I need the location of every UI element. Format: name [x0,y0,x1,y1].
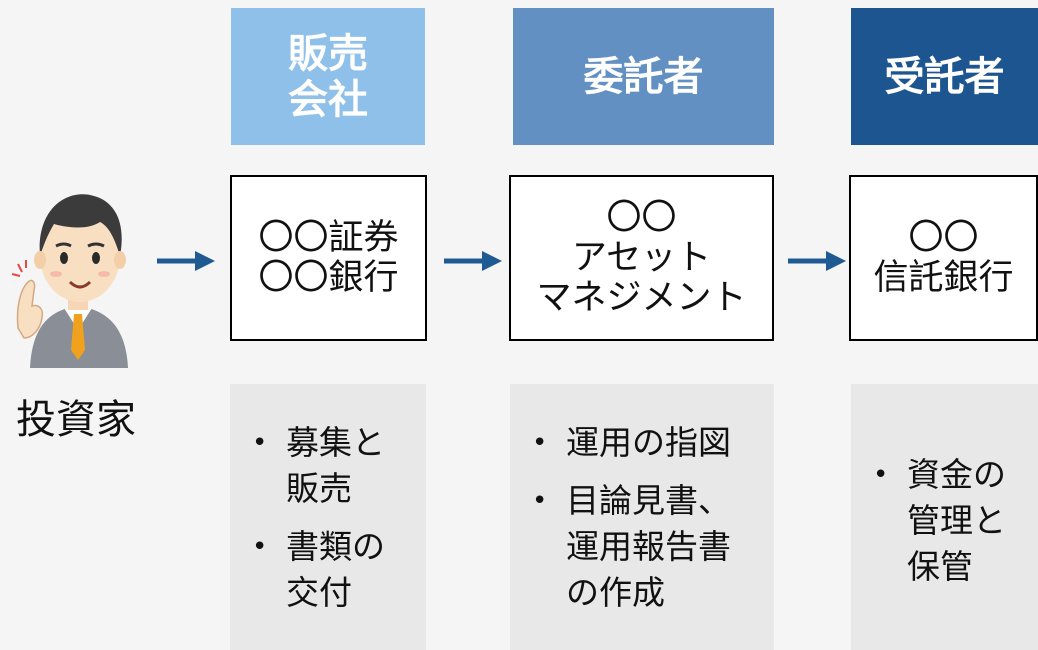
sales-company-entity-box: 〇〇証券 〇〇銀行 [230,175,427,341]
role-item: 資金の 管理と 保管 [869,452,1038,590]
trustee-roles: 資金の 管理と 保管 [851,384,1038,650]
arrow-sales-to-trustor [444,251,502,271]
arrow-investor-to-sales [157,251,215,271]
role-item: 書類の 交付 [248,524,426,616]
investor-label: 投資家 [16,397,136,443]
trustor-entity-box: 〇〇 アセット マネジメント [509,175,774,341]
role-item: 運用の指図 [528,420,774,466]
trustee-entity-box: 〇〇 信託銀行 [849,175,1038,341]
trustor-roles: 運用の指図 目論見書、 運用報告書 の作成 [510,384,774,650]
sales-company-roles: 募集と 販売 書類の 交付 [230,384,426,650]
trustee-header: 受託者 [851,8,1038,145]
role-item: 目論見書、 運用報告書 の作成 [528,478,774,616]
trustor-header: 委託者 [513,8,774,145]
sales-company-header: 販売 会社 [231,8,425,145]
role-item: 募集と 販売 [248,420,426,512]
investor-person-illustration [8,178,148,372]
arrow-trustor-to-trustee [788,251,846,271]
